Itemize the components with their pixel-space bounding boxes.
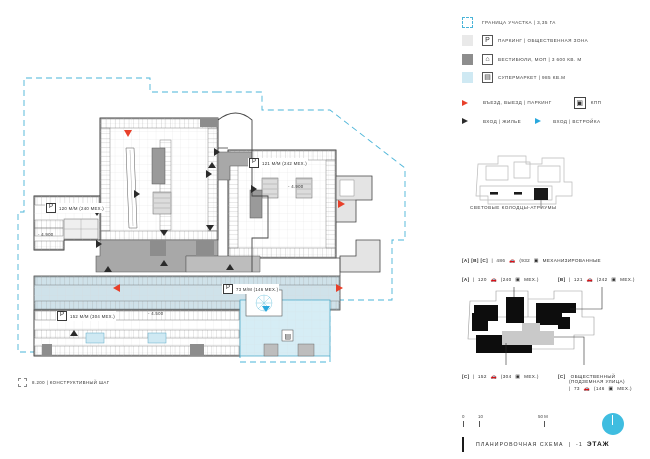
key-row-c: [C] | 152 🚗 (304 ▣ МЕХ.) bbox=[462, 374, 539, 380]
key-public-cars: 73 bbox=[573, 386, 580, 391]
scale-tick-mark-50 bbox=[544, 421, 545, 427]
block-a bbox=[99, 117, 219, 241]
legend-item-vehicle-entry: ВЪЕЗД, ВЫЕЗД | ПАРКИНГ ▣ КПП bbox=[462, 95, 646, 111]
parking-swatch bbox=[462, 35, 473, 46]
legend-item-site-boundary: ГРАНИЦА УЧАСТКА | 3,35 ГА bbox=[462, 14, 646, 30]
parking-label-street: P 73 М/М (146 МЕХ.) bbox=[222, 284, 280, 294]
car-icon: 🚗 bbox=[508, 258, 516, 264]
key-row-public: [C] ОБЩЕСТВЕННЫЙ (ПОДЗЕМНАЯ УЛИЦА) | 73 … bbox=[558, 374, 632, 392]
key-a-mech: (240 bbox=[500, 277, 512, 282]
legend: ГРАНИЦА УЧАСТКА | 3,35 ГА P ПАРКИНГ | ОБ… bbox=[462, 14, 646, 132]
scale-bar: 0 10 50 М bbox=[462, 414, 582, 427]
key-total-mech: (932 bbox=[519, 258, 531, 263]
car-icon: 🚗 bbox=[583, 386, 591, 392]
key-b-cars: 121 bbox=[573, 277, 583, 282]
kpp-icon: ▣ bbox=[573, 96, 586, 109]
key-b-tag: [B] bbox=[558, 277, 566, 282]
key-b-mech: (242 bbox=[596, 277, 608, 282]
block-tail bbox=[300, 239, 381, 276]
title-rule bbox=[462, 437, 464, 452]
parking-icon: P bbox=[57, 311, 67, 321]
key-massing-diagram bbox=[467, 281, 603, 365]
key-public-line1: ОБЩЕСТВЕННЫЙ bbox=[570, 374, 616, 379]
key-c-tag: [C] bbox=[462, 374, 470, 379]
parking-key-diagram: [A] [B] [C] | 486 🚗 (932 ▣ МЕХАНИЗИРОВАН… bbox=[462, 258, 648, 392]
supermarket-swatch bbox=[462, 72, 473, 83]
key-total-row: [A] [B] [C] | 486 🚗 (932 ▣ МЕХАНИЗИРОВАН… bbox=[462, 258, 602, 264]
elevation-b: - 4.900 bbox=[288, 184, 304, 189]
floor-plan-drawing: ▤ bbox=[17, 77, 406, 363]
car-icon: 🚗 bbox=[586, 277, 594, 283]
key-a-mech-word: МЕХ.) bbox=[524, 277, 539, 282]
entry-arrows bbox=[70, 130, 345, 336]
scale-tick-mark-0 bbox=[463, 421, 464, 427]
title-divider: | bbox=[568, 441, 572, 448]
legend-item-supermarket: ▤ СУПЕРМАРКЕТ | 985 КВ.М bbox=[462, 70, 646, 86]
parking-icon: P bbox=[223, 284, 233, 294]
scale-tick-50: 50 М bbox=[538, 414, 548, 419]
legend-item-parking: P ПАРКИНГ | ОБЩЕСТВЕННАЯ ЗОНА bbox=[462, 33, 646, 49]
title-bar: ПЛАНИРОВОЧНАЯ СХЕМА | -1 ЭТАЖ bbox=[462, 437, 609, 452]
atrium-key-diagram bbox=[475, 155, 573, 208]
elevation-a: - 4.900 bbox=[38, 232, 54, 237]
scale-tick-0: 0 bbox=[462, 414, 465, 419]
key-public-line2-row: (ПОДЗЕМНАЯ УЛИЦА) bbox=[558, 379, 632, 384]
key-public-mech: (146 bbox=[593, 386, 605, 391]
grid-step-note: 8.200 | КОНСТРУКТИВНЫЙ ШАГ bbox=[18, 378, 109, 387]
key-c-cars: 152 bbox=[477, 374, 487, 379]
parking-icon: P bbox=[249, 158, 259, 168]
key-public-mech-word: МЕХ.) bbox=[617, 386, 632, 391]
lobby-icon: ⌂ bbox=[482, 53, 493, 65]
lift-icon: ▣ bbox=[611, 277, 617, 283]
key-total-cars: 486 bbox=[496, 258, 506, 263]
title-prefix: ПЛАНИРОВОЧНАЯ СХЕМА bbox=[476, 441, 564, 448]
parking-label-c: P 152 М/М (304 МЕХ.) bbox=[56, 311, 117, 321]
key-public-tag: [C] bbox=[558, 374, 566, 379]
legend-item-entrances: ВХОД | ЖИЛЬЕ ВХОД | ВСТРОЙКА bbox=[462, 113, 646, 129]
blue-arrow-icon bbox=[535, 118, 547, 124]
key-row-b: [B] | 121 🚗 (242 ▣ МЕХ.) bbox=[558, 277, 635, 283]
circulation-spine bbox=[95, 151, 261, 273]
lift-icon: ▣ bbox=[515, 277, 521, 283]
legend-item-lobby: ⌂ ВЕСТИБЮЛИ, МОП | 3 600 КВ. М bbox=[462, 51, 646, 67]
key-a-cars: 120 bbox=[477, 277, 487, 282]
key-public-line2: (ПОДЗЕМНАЯ УЛИЦА) bbox=[569, 379, 625, 384]
svg-text:▤: ▤ bbox=[285, 334, 292, 341]
scale-tick-mark-10 bbox=[479, 421, 480, 427]
lift-icon: ▣ bbox=[533, 258, 539, 264]
elevation-c: - 4.500 bbox=[148, 311, 164, 316]
supermarket-zone: ▤ bbox=[239, 289, 331, 357]
car-icon: 🚗 bbox=[490, 277, 498, 283]
grid-square-icon bbox=[18, 378, 27, 387]
key-b-mech-word: МЕХ.) bbox=[620, 277, 635, 282]
red-arrow-icon bbox=[462, 99, 474, 106]
key-a-tag: [A] bbox=[462, 277, 470, 282]
scale-tick-10: 10 bbox=[478, 414, 483, 419]
block-b bbox=[227, 149, 373, 259]
parking-icon: P bbox=[46, 203, 56, 213]
supermarket-icon: ▤ bbox=[482, 72, 493, 83]
floor-number: -1 bbox=[576, 441, 583, 448]
block-c bbox=[33, 309, 241, 357]
car-icon: 🚗 bbox=[490, 374, 498, 380]
site-boundary bbox=[17, 77, 406, 363]
lobby-swatch bbox=[462, 53, 473, 65]
parking-label-a: P 120 М/М (240 МЕХ.) bbox=[45, 203, 106, 213]
north-compass-icon bbox=[602, 413, 624, 435]
key-row-a: [A] | 120 🚗 (240 ▣ МЕХ.) bbox=[462, 277, 539, 283]
key-c-mech-word: МЕХ.) bbox=[524, 374, 539, 379]
site-boundary-swatch bbox=[462, 16, 473, 28]
parking-label-b: P 121 М/М (242 МЕХ.) bbox=[248, 158, 309, 168]
key-c-mech: (304 bbox=[500, 374, 512, 379]
black-arrow-icon bbox=[462, 118, 474, 124]
key-public-count-row: | 73 🚗 (146 ▣ МЕХ.) bbox=[569, 386, 632, 392]
floor-word: ЭТАЖ bbox=[586, 441, 610, 448]
lift-icon: ▣ bbox=[515, 374, 521, 380]
lift-icon: ▣ bbox=[608, 386, 614, 392]
key-total-sections: [A] [B] [C] bbox=[462, 258, 489, 263]
parking-p-icon: P bbox=[482, 35, 493, 46]
atrium-caption: СВЕТОВЫЕ КОЛОДЦЫ-АТРИУМЫ bbox=[470, 205, 557, 210]
key-total-mech-word: МЕХАНИЗИРОВАННЫЕ bbox=[542, 258, 602, 263]
